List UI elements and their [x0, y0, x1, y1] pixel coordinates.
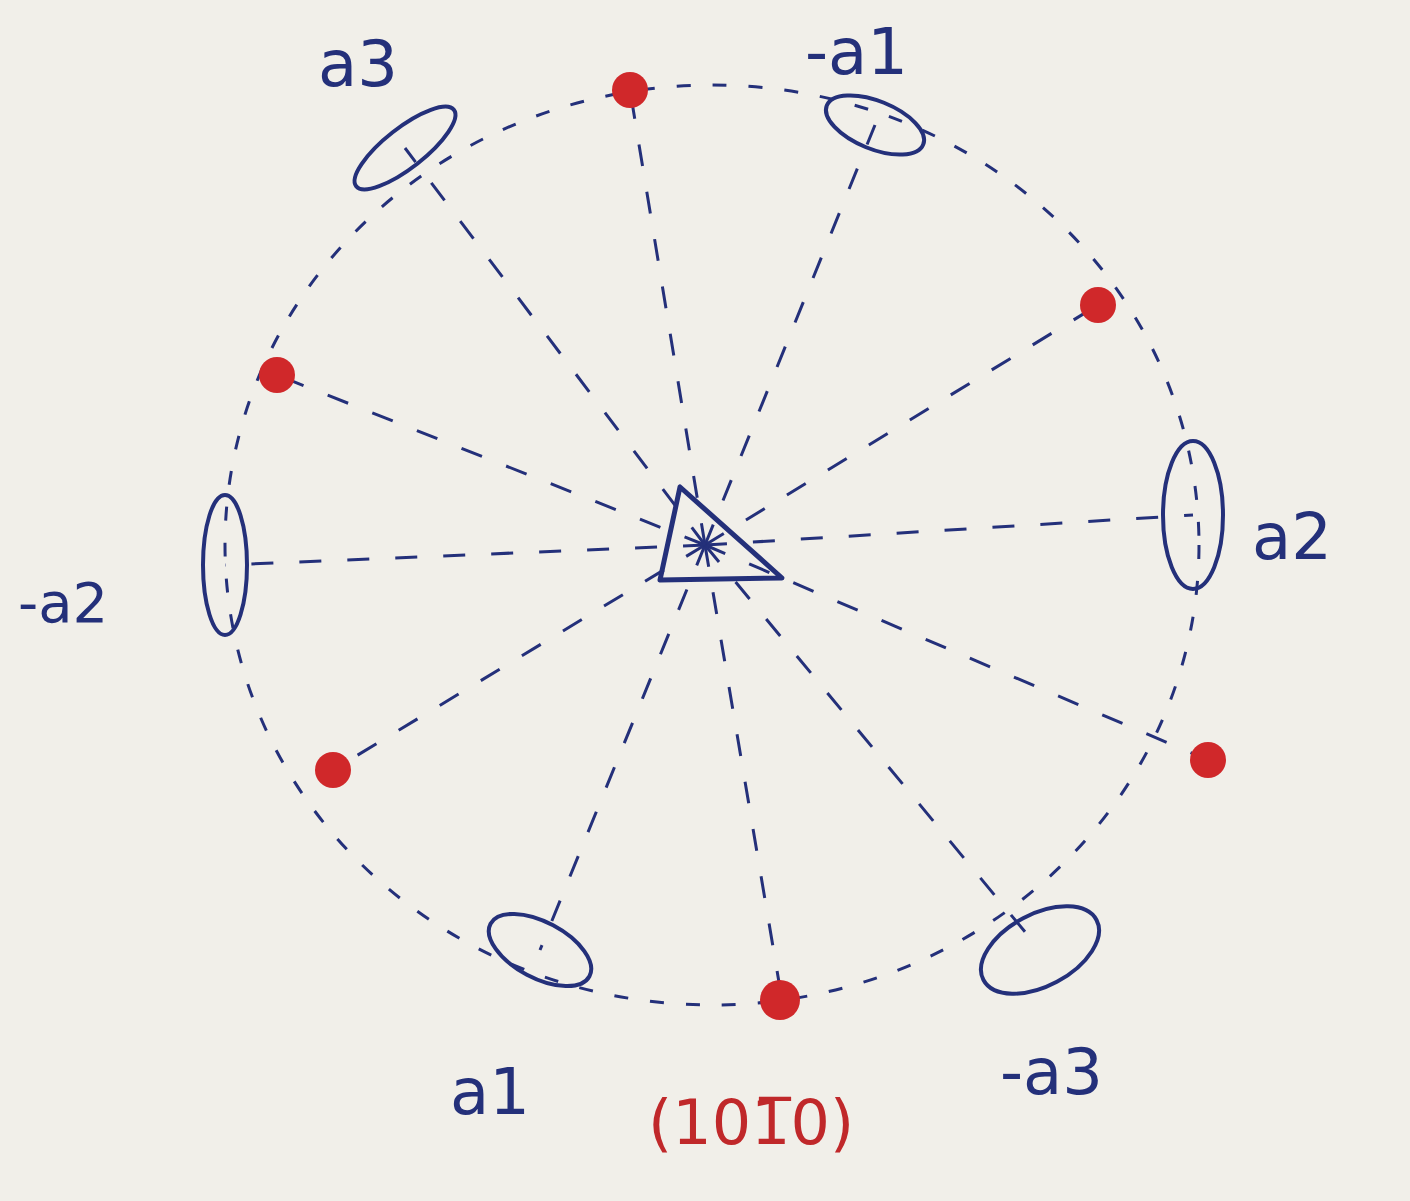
- axis-label: a2: [1252, 505, 1332, 569]
- axis-label: -a1: [805, 20, 908, 84]
- axis-label: a1: [450, 1060, 530, 1124]
- axis-label: -a3: [1000, 1040, 1103, 1104]
- plane-index: (101̅0): [648, 1092, 854, 1154]
- axis-label: -a2: [18, 575, 108, 631]
- pole-dots: [259, 72, 1226, 1020]
- projection-circle: [225, 85, 1199, 1005]
- radial-lines: [225, 90, 1208, 1000]
- pole-ellipses: [203, 83, 1223, 1012]
- axis-label: a3: [318, 32, 398, 96]
- threefold-axis-triangle: [660, 487, 782, 580]
